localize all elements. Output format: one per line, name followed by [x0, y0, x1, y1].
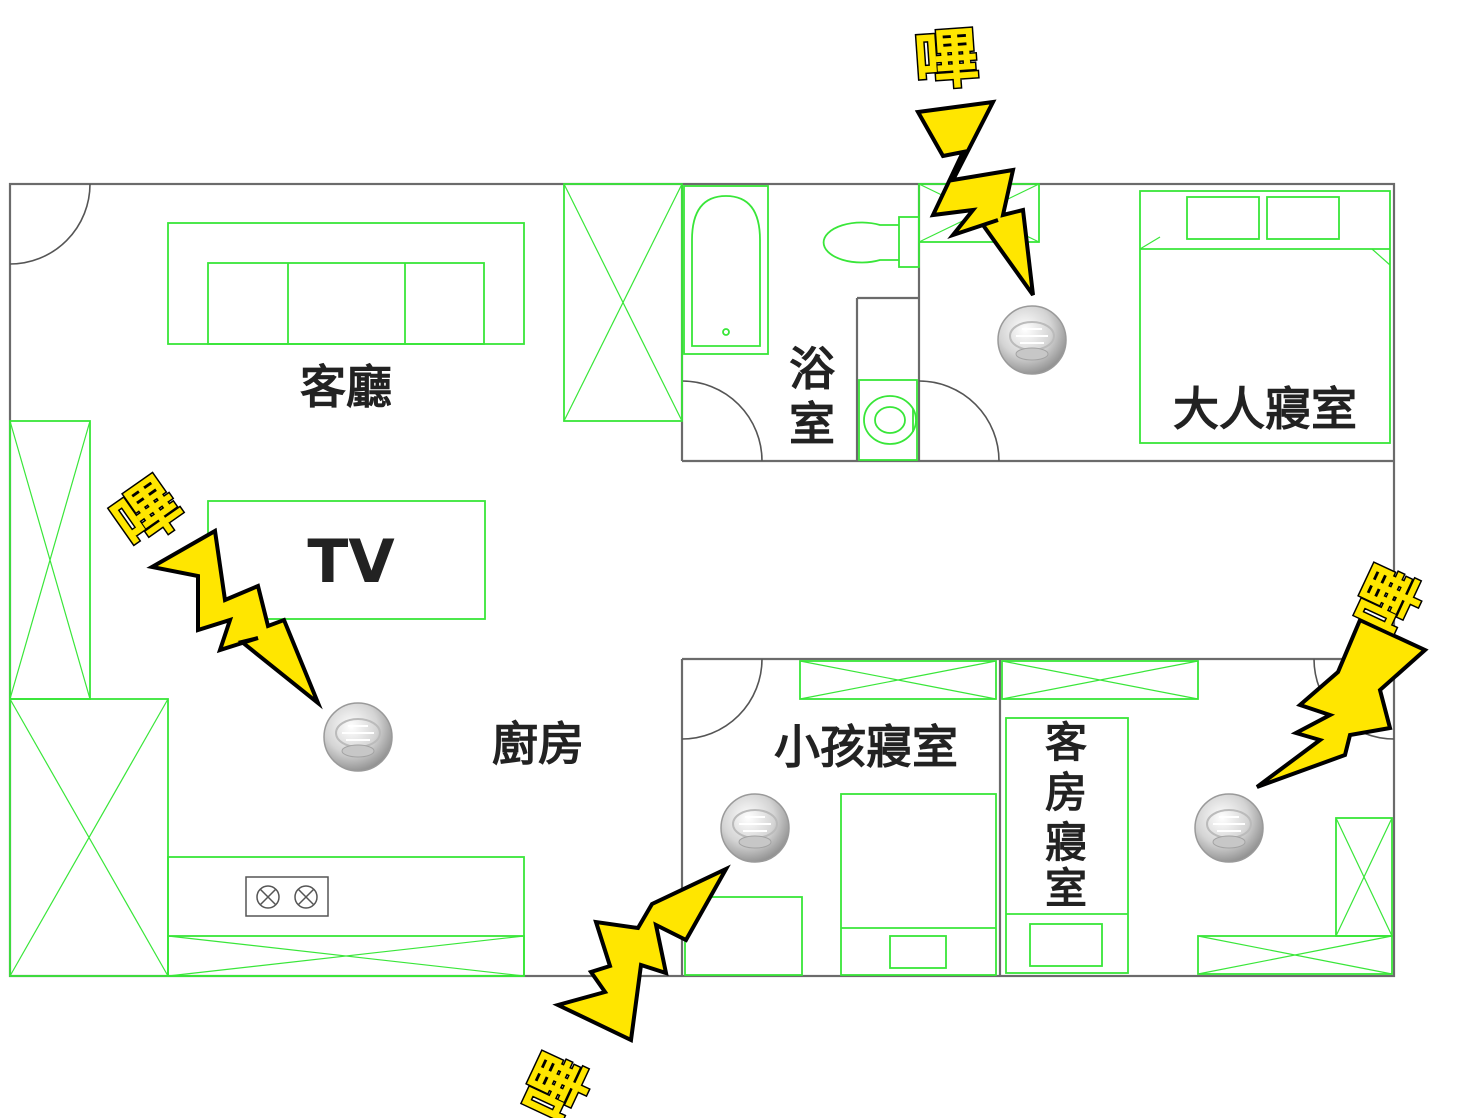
kids-bedroom-label: 小孩寢室: [774, 720, 958, 774]
smoke-detector-icon: [997, 305, 1067, 375]
wardrobe-icon: [1197, 817, 1393, 975]
bed-icon: [1139, 190, 1391, 444]
wardrobe-icon: [1001, 660, 1199, 700]
lightning-bolt-icon: [552, 864, 731, 1043]
smoke-detector-icon: [323, 702, 393, 772]
tv-label: TV: [307, 527, 395, 597]
guest-bedroom-label-4: 室: [1045, 864, 1087, 913]
stove-icon: [245, 876, 329, 917]
bed-icon: [840, 793, 997, 976]
guest-bedroom-label-2: 房: [1045, 768, 1087, 817]
bathroom-label-line1: 浴: [789, 342, 836, 396]
beep-text-top: 嗶: [912, 22, 981, 100]
guest-bedroom-label-3: 寢: [1045, 818, 1087, 867]
wardrobe-icon: [9, 420, 169, 977]
bathroom-label-line2: 室: [789, 397, 835, 451]
guest-bedroom-label-1: 客: [1045, 718, 1087, 767]
wardrobe-icon: [563, 183, 683, 422]
bathtub-icon: [683, 185, 769, 355]
sofa-icon: [167, 222, 525, 345]
kitchen-counter: [167, 856, 525, 977]
smoke-detector-icon: [720, 793, 790, 863]
furniture: [9, 183, 1393, 977]
bed-icon: [1005, 717, 1129, 974]
lightning-bolt-icon: [146, 527, 323, 710]
lightning-bolt-icon: [914, 99, 1035, 297]
master-bedroom-label: 大人寢室: [1173, 382, 1357, 436]
toilet-icon: [822, 216, 920, 268]
lightning-bolt-icon: [1255, 617, 1429, 789]
wardrobe-icon: [799, 660, 997, 700]
smoke-detector-icon: [1194, 793, 1264, 863]
sink-icon: [858, 379, 918, 461]
beep-text-bottom: 嗶: [512, 1044, 606, 1118]
living-room-label: 客廳: [300, 360, 392, 414]
kitchen-label: 廚房: [492, 717, 584, 771]
